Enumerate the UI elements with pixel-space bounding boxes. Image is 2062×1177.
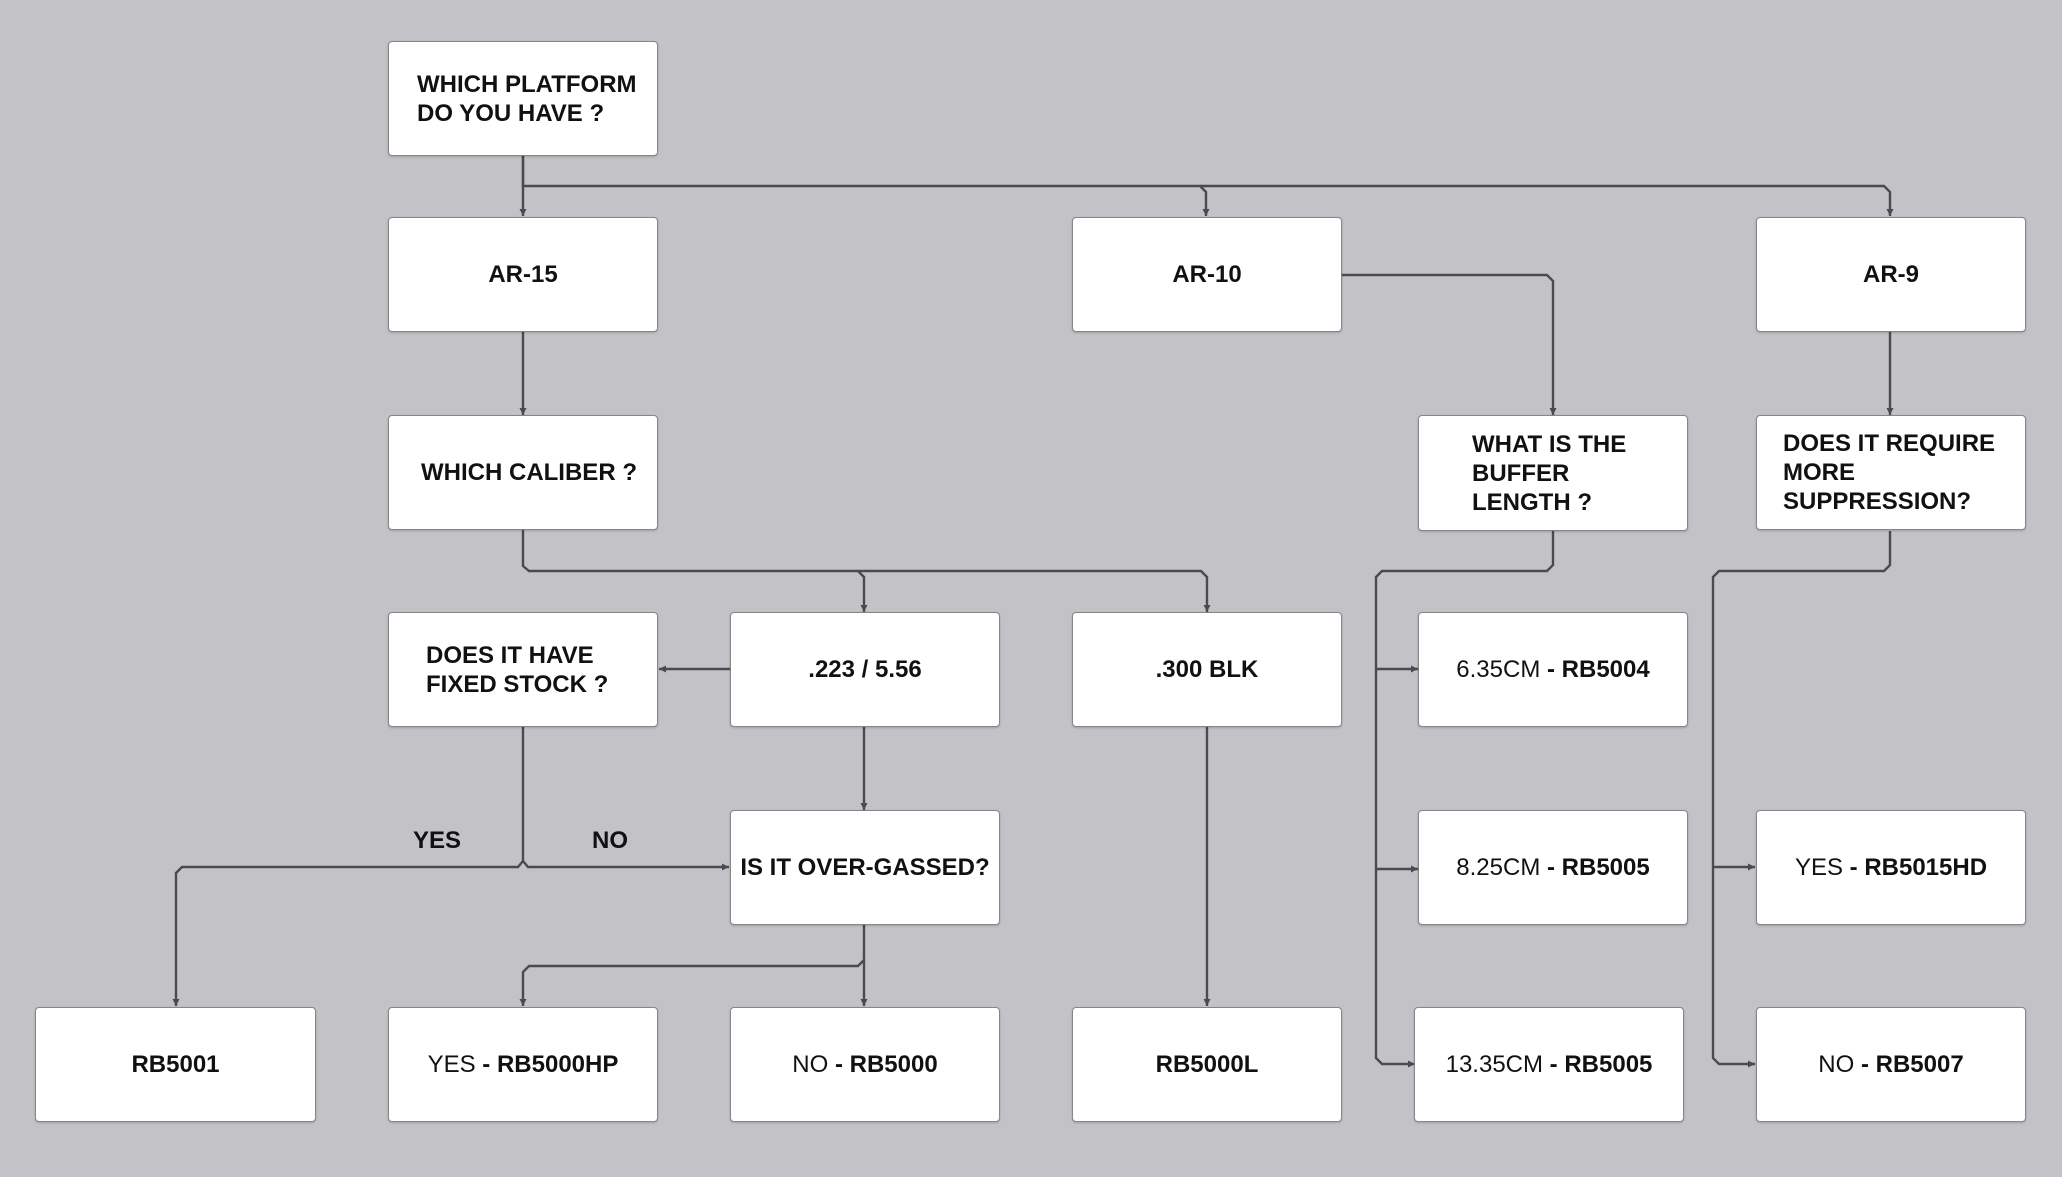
edge-ar10-buffer (1341, 273, 1557, 415)
node-fixed-stock-question: DOES IT HAVE FIXED STOCK ? (388, 612, 658, 727)
node-caliber-question: WHICH CALIBER ? (388, 415, 658, 530)
fixed-stock-question-text: DOES IT HAVE FIXED STOCK ? (426, 641, 609, 698)
overgassed-yes-label: YES - RB5000HP (428, 1050, 619, 1079)
node-ar10: AR-10 (1072, 217, 1342, 332)
rb5000l-text: RB5000L (1155, 1051, 1259, 1078)
node-overgassed-no: NO - RB5000 (730, 1007, 1000, 1122)
edge-label-no: NO (592, 827, 628, 854)
suppression-no-sep: - (1854, 1051, 1876, 1078)
node-suppression-yes: YES - RB5015HD (1756, 810, 2026, 925)
rb5001-text: RB5001 (131, 1051, 220, 1078)
edge-fixedstock-yes (172, 727, 525, 1006)
suppression-yes-answer: YES (1794, 854, 1843, 881)
node-caliber-300blk: .300 BLK (1072, 612, 1342, 727)
buffer-1335-label: 13.35CM - RB5005 (1446, 1050, 1653, 1079)
overgassed-no-label: NO - RB5000 (792, 1050, 937, 1079)
suppression-no-part: RB5007 (1875, 1051, 1964, 1078)
buffer-635-label: 6.35CM - RB5004 (1456, 655, 1649, 684)
suppression-question-text: DOES IT REQUIRE MORE SUPPRESSION? (1783, 430, 1996, 515)
suppression-yes-part: RB5015HD (1864, 854, 1988, 881)
node-buffer-825: 8.25CM - RB5005 (1418, 810, 1688, 925)
node-buffer-question: WHAT IS THE BUFFER LENGTH ? (1418, 415, 1688, 531)
suppression-yes-label: YES - RB5015HD (1795, 853, 1987, 882)
suppression-no-answer: NO (1818, 1051, 1855, 1078)
node-overgassed-question: IS IT OVER-GASSED? (730, 810, 1000, 925)
buffer-825-size: 8.25CM (1456, 854, 1541, 881)
ar15-text: AR-15 (488, 261, 558, 288)
edge-overgassed-yes-no (519, 925, 866, 1006)
node-buffer-1335: 13.35CM - RB5005 (1414, 1007, 1684, 1122)
caliber-300blk-text: .300 BLK (1155, 656, 1259, 683)
buffer-635-sep: - (1540, 656, 1562, 683)
edge-platform-ar10 (521, 156, 1210, 216)
overgassed-yes-answer: YES (427, 1051, 476, 1078)
edge-platform-ar9 (1200, 184, 1894, 216)
overgassed-question-text: IS IT OVER-GASSED? (740, 854, 990, 881)
buffer-825-label: 8.25CM - RB5005 (1456, 853, 1649, 882)
overgassed-no-sep: - (828, 1051, 850, 1078)
edge-label-yes: YES (413, 827, 462, 854)
overgassed-yes-part: RB5000HP (496, 1051, 619, 1078)
buffer-1335-part: RB5005 (1564, 1051, 1653, 1078)
ar10-text: AR-10 (1172, 261, 1242, 288)
caliber-223-text: .223 / 5.56 (808, 656, 922, 683)
node-suppression-no: NO - RB5007 (1756, 1007, 2026, 1122)
edge-caliber-300blk (858, 569, 1211, 612)
buffer-825-sep: - (1540, 854, 1562, 881)
caliber-question-text: WHICH CALIBER ? (421, 459, 637, 486)
node-ar15: AR-15 (388, 217, 658, 332)
node-overgassed-yes: YES - RB5000HP (388, 1007, 658, 1122)
buffer-635-size: 6.35CM (1456, 656, 1541, 683)
node-rb5001: RB5001 (35, 1007, 316, 1122)
node-caliber-223: .223 / 5.56 (730, 612, 1000, 727)
buffer-1335-sep: - (1543, 1051, 1565, 1078)
platform-question-text: WHICH PLATFORM DO YOU HAVE ? (417, 70, 637, 127)
edge-suppression-yesno (1711, 531, 1892, 1068)
buffer-1335-size: 13.35CM (1445, 1051, 1543, 1078)
edge-fixedstock-no (522, 860, 729, 871)
overgassed-yes-sep: - (475, 1051, 497, 1078)
suppression-no-label: NO - RB5007 (1818, 1050, 1963, 1079)
suppression-yes-sep: - (1842, 854, 1865, 881)
node-buffer-635: 6.35CM - RB5004 (1418, 612, 1688, 727)
node-rb5000l: RB5000L (1072, 1007, 1342, 1122)
node-suppression-question: DOES IT REQUIRE MORE SUPPRESSION? (1756, 415, 2026, 530)
buffer-825-part: RB5005 (1561, 854, 1650, 881)
overgassed-no-part: RB5000 (849, 1051, 938, 1078)
buffer-question-text: WHAT IS THE BUFFER LENGTH ? (1472, 430, 1627, 516)
edge-caliber-223 (521, 529, 868, 612)
node-ar9: AR-9 (1756, 217, 2026, 332)
ar9-text: AR-9 (1862, 261, 1919, 288)
overgassed-no-answer: NO (792, 1051, 829, 1078)
edge-buffer-sizes (1374, 531, 1555, 1068)
node-platform-question: WHICH PLATFORM DO YOU HAVE ? (388, 41, 658, 156)
buffer-635-part: RB5004 (1561, 656, 1650, 683)
